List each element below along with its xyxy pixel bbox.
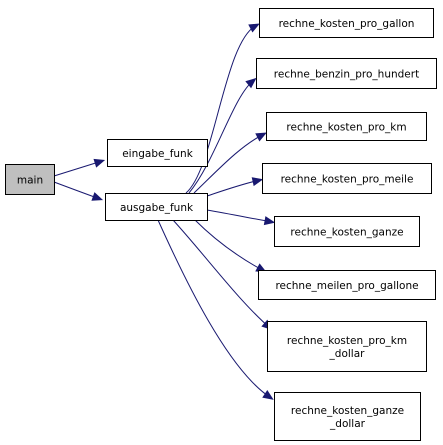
node-label: rechne_kosten_pro_km bbox=[287, 335, 407, 347]
arrowhead-icon bbox=[245, 77, 257, 89]
node-label: ausgabe_funk bbox=[120, 202, 194, 214]
node-box bbox=[5, 164, 55, 195]
node-box bbox=[266, 112, 427, 141]
node-label: rechne_kosten_pro_gallon bbox=[279, 18, 415, 30]
node-box bbox=[258, 270, 436, 300]
edge-line bbox=[172, 219, 271, 329]
arrowhead-icon bbox=[251, 177, 264, 187]
arrowhead-icon bbox=[255, 132, 267, 142]
edge-line bbox=[185, 24, 258, 194]
edge-line bbox=[194, 219, 265, 272]
edge-ausgabe_funk-to-rechne_kosten_pro_gallon bbox=[185, 23, 260, 194]
node-label: rechne_kosten_pro_km bbox=[286, 122, 406, 134]
node-rechne-meilen-pro-gallone[interactable]: rechne_meilen_pro_gallone bbox=[258, 270, 436, 300]
node-rechne-kosten-ganze-dollar[interactable]: rechne_kosten_ganze_dollar bbox=[274, 392, 421, 441]
node-rechne-kosten-pro-gallon[interactable]: rechne_kosten_pro_gallon bbox=[259, 8, 434, 38]
function-nodes: main eingabe_funk ausgabe_funk rechne_koste… bbox=[5, 8, 437, 441]
node-label: rechne_meilen_pro_gallone bbox=[275, 280, 418, 292]
edge-ausgabe_funk-to-rechne_meilen_pro_gallone bbox=[194, 219, 267, 273]
edge-ausgabe_funk-to-rechne_kosten_pro_km_dollar bbox=[172, 219, 273, 331]
arrowhead-icon bbox=[248, 23, 260, 33]
arrowhead-icon bbox=[263, 216, 276, 226]
node-box bbox=[274, 392, 421, 441]
node-main[interactable]: main bbox=[5, 164, 55, 195]
edge-ausgabe_funk-to-rechne_kosten_ganze_dollar bbox=[157, 219, 274, 400]
node-ausgabe-funk[interactable]: ausgabe_funk bbox=[105, 193, 208, 221]
node-label: _dollar bbox=[329, 418, 366, 430]
edge-line bbox=[53, 160, 103, 177]
edge-main-to-eingabe_funk bbox=[53, 158, 106, 177]
arrowhead-icon bbox=[93, 158, 106, 168]
node-label: eingabe_funk bbox=[122, 148, 194, 160]
node-label: rechne_benzin_pro_hundert bbox=[274, 69, 419, 81]
edge-ausgabe_funk-to-rechne_kosten_pro_km bbox=[193, 132, 267, 194]
arrowhead-icon bbox=[262, 390, 274, 400]
node-box bbox=[267, 321, 427, 372]
edge-line bbox=[193, 133, 265, 194]
edge-line bbox=[188, 79, 255, 194]
node-label: rechne_kosten_ganze bbox=[290, 227, 403, 239]
arrowhead-icon bbox=[91, 192, 104, 201]
node-box bbox=[256, 58, 437, 89]
node-rechne-kosten-pro-km[interactable]: rechne_kosten_pro_km bbox=[266, 112, 427, 141]
node-rechne-benzin-pro-hundert[interactable]: rechne_benzin_pro_hundert bbox=[256, 58, 437, 89]
node-label: main bbox=[17, 175, 43, 187]
node-label: rechne_kosten_pro_meile bbox=[281, 174, 414, 186]
node-rechne-kosten-ganze[interactable]: rechne_kosten_ganze bbox=[274, 216, 420, 247]
node-rechne-kosten-pro-km-dollar[interactable]: rechne_kosten_pro_km_dollar bbox=[267, 321, 427, 372]
node-box bbox=[259, 8, 434, 38]
edge-main-to-ausgabe_funk bbox=[53, 181, 104, 201]
node-eingabe-funk[interactable]: eingabe_funk bbox=[107, 139, 208, 167]
edge-line bbox=[157, 219, 272, 399]
node-rechne-kosten-pro-meile[interactable]: rechne_kosten_pro_meile bbox=[262, 163, 432, 194]
edge-line bbox=[206, 179, 261, 197]
node-label: rechne_kosten_ganze bbox=[291, 405, 404, 417]
node-box bbox=[274, 216, 420, 247]
node-box bbox=[262, 163, 432, 194]
node-label: _dollar bbox=[329, 348, 366, 360]
node-box bbox=[105, 193, 208, 221]
edge-line bbox=[206, 209, 273, 223]
edge-ausgabe_funk-to-rechne_kosten_ganze bbox=[206, 209, 276, 226]
node-box bbox=[107, 139, 208, 167]
edge-ausgabe_funk-to-rechne_kosten_pro_meile bbox=[206, 177, 264, 197]
edge-ausgabe_funk-to-rechne_benzin_pro_hundert bbox=[188, 77, 257, 194]
call-edges bbox=[53, 23, 276, 400]
